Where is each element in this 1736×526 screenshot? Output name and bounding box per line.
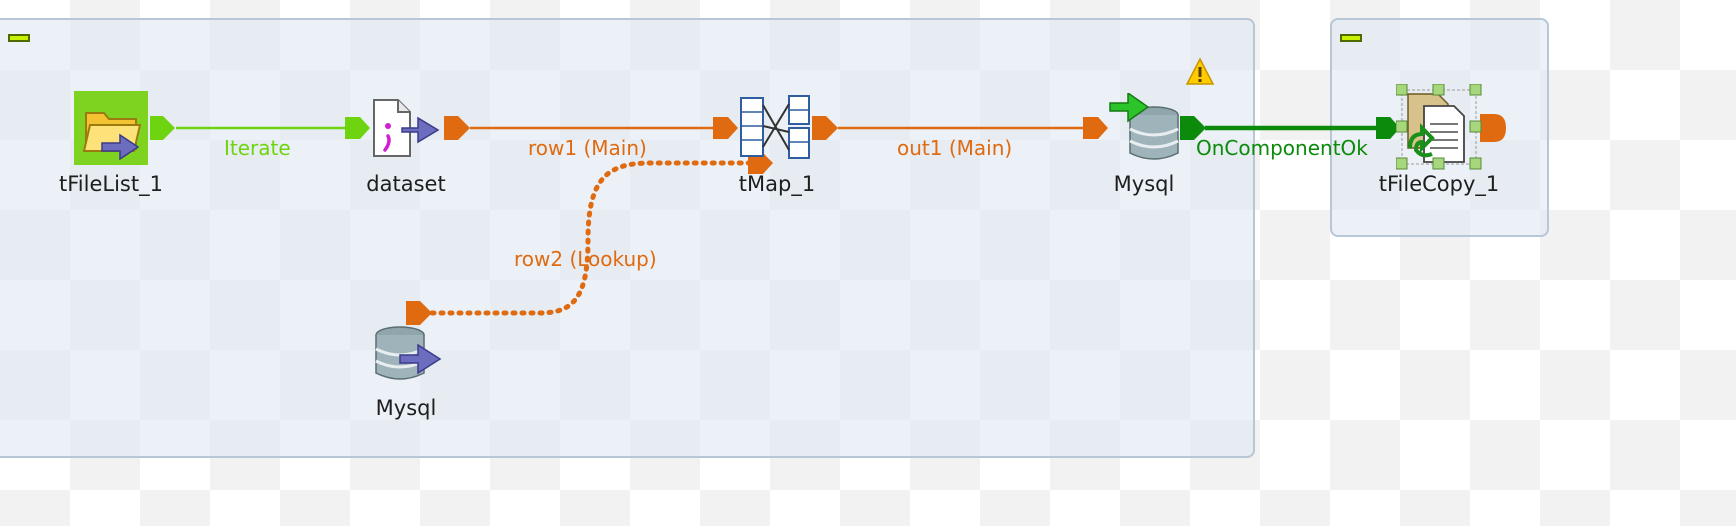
warning-icon[interactable] (1185, 57, 1215, 87)
warning-triangle-icon (1185, 57, 1215, 85)
subjob-collapse-button[interactable] (1340, 34, 1362, 42)
subjob-main[interactable] (0, 18, 1255, 458)
row1-arrow (713, 117, 738, 139)
mysql-output-component[interactable] (1108, 91, 1182, 165)
row1-link-label: row1 (Main) (528, 136, 647, 160)
oncomponentok-link-label: OnComponentOk (1196, 136, 1368, 160)
tfilecopy-label: tFileCopy_1 (1378, 172, 1500, 196)
filelist-out-connector (150, 116, 175, 140)
tmap-icon (740, 95, 810, 159)
tfilelist-label: tFileList_1 (59, 172, 163, 196)
dataset-component[interactable] (372, 98, 442, 160)
mysql-in-connector (406, 301, 432, 325)
row2-arrow (748, 153, 773, 174)
mysql-output-label: Mysql (1113, 172, 1175, 196)
mysql-out-connector (1180, 116, 1206, 140)
subjob-collapse-button[interactable] (8, 34, 30, 42)
tmap-component[interactable] (739, 92, 813, 162)
tfilelist-component[interactable] (74, 91, 148, 165)
tmap-out-connector (812, 116, 838, 140)
mysql-input-component[interactable] (372, 325, 444, 385)
row2-link[interactable] (429, 160, 753, 316)
mysql-input-label: Mysql (375, 396, 437, 420)
filecopy-out-connector (1480, 114, 1506, 142)
tfilecopy-component[interactable] (1395, 83, 1482, 170)
dataset-label: dataset (366, 172, 446, 196)
delimited-file-input-icon (373, 99, 440, 157)
iterate-link-label: Iterate (224, 136, 291, 160)
out1-link-label: out1 (Main) (897, 136, 1013, 160)
folder-list-icon (74, 91, 148, 165)
row2-link-label: row2 (Lookup) (514, 247, 657, 271)
database-output-icon (1109, 91, 1179, 160)
oncomponentok-arrow (1376, 117, 1400, 139)
database-input-icon (375, 326, 442, 380)
out1-arrow (1083, 117, 1108, 139)
file-copy-icon (1395, 83, 1482, 170)
dataset-out-connector (444, 116, 470, 140)
iterate-arrow (345, 117, 370, 139)
tmap-label: tMap_1 (738, 172, 816, 196)
